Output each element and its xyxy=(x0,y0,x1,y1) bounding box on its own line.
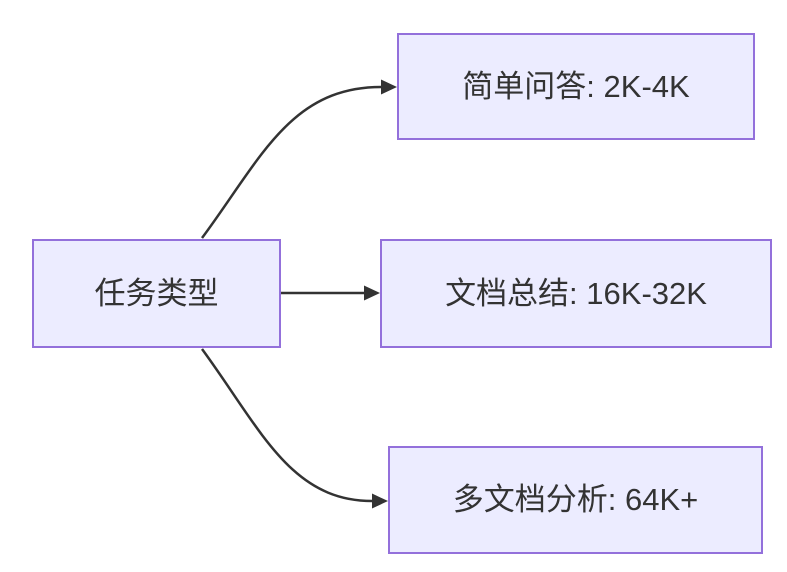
node-task-type-label: 任务类型 xyxy=(94,275,219,311)
edge-task-type-to-multi-doc xyxy=(200,348,373,503)
arrowhead-multi-doc-icon xyxy=(372,493,388,509)
node-multi-doc-label: 多文档分析: 64K+ xyxy=(452,482,699,518)
node-doc-summary-label: 文档总结: 16K-32K xyxy=(445,275,707,311)
node-simple-qa: 简单问答: 2K-4K xyxy=(397,33,755,140)
arrowhead-doc-summary-icon xyxy=(364,285,380,301)
node-doc-summary: 文档总结: 16K-32K xyxy=(380,239,772,348)
node-simple-qa-label: 简单问答: 2K-4K xyxy=(462,68,690,104)
arrowhead-simple-qa-icon xyxy=(381,79,397,95)
node-multi-doc: 多文档分析: 64K+ xyxy=(388,446,763,554)
node-task-type: 任务类型 xyxy=(32,239,281,348)
edge-task-type-to-simple-qa xyxy=(200,85,382,239)
